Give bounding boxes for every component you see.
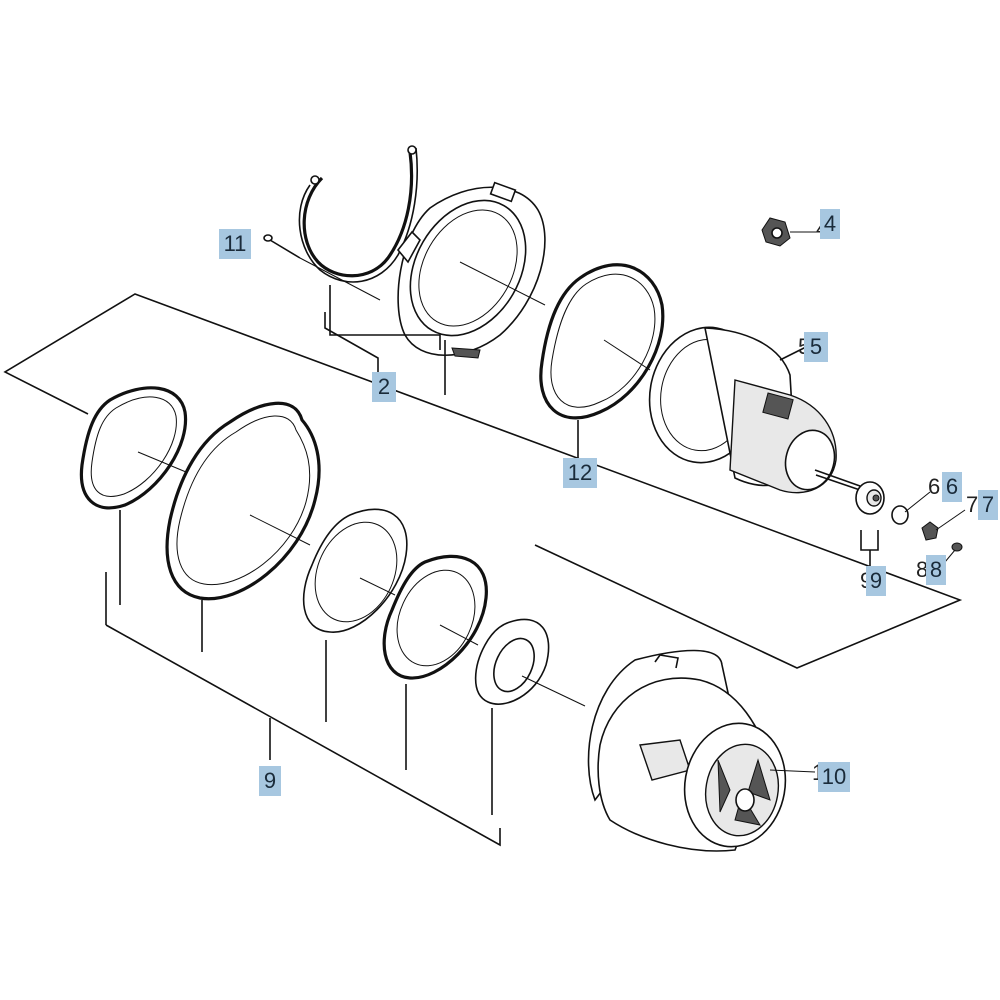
- part-6-washer[interactable]: [891, 491, 931, 525]
- part-12-seal-ring[interactable]: [539, 263, 665, 458]
- part-11-screw[interactable]: [263, 234, 381, 301]
- callout-7[interactable]: 7: [978, 490, 998, 520]
- part-5-motor[interactable]: [639, 318, 861, 495]
- callout-6[interactable]: 6: [942, 472, 962, 502]
- callout-9-large[interactable]: 9: [259, 766, 281, 796]
- callout-11[interactable]: 11: [219, 229, 251, 259]
- assembly-frame: [3, 293, 963, 669]
- part-9-ring-4[interactable]: [474, 618, 586, 707]
- ghost-label-7: 7: [966, 492, 979, 517]
- part-9-ring-3[interactable]: [382, 554, 490, 680]
- callout-9-small[interactable]: 9: [866, 566, 886, 596]
- part-4-nut[interactable]: [761, 217, 818, 247]
- callout-8[interactable]: 8: [926, 555, 946, 585]
- ghost-label-8: 8: [916, 557, 929, 582]
- callout-10[interactable]: 10: [818, 762, 850, 792]
- part-7-nut[interactable]: [921, 509, 966, 541]
- leader-2-bracket: [324, 285, 446, 395]
- leader-9-large-bracket: [105, 510, 501, 847]
- callout-5[interactable]: 5: [804, 332, 828, 362]
- part-2-clamp-band[interactable]: [298, 145, 418, 283]
- ghost-label-6: 6: [928, 474, 941, 499]
- leader-9-small-bracket: [860, 530, 879, 568]
- callout-4[interactable]: 4: [820, 209, 840, 239]
- part-2-housing-ring[interactable]: [387, 180, 549, 359]
- part-9-ring-1[interactable]: [79, 386, 188, 510]
- callout-12[interactable]: 12: [563, 458, 597, 488]
- part-9-gasket[interactable]: [165, 401, 321, 601]
- part-9-bearing[interactable]: [855, 481, 885, 515]
- callout-2[interactable]: 2: [372, 372, 396, 402]
- part-10-fan-housing[interactable]: [587, 649, 816, 854]
- part-9-ring-2[interactable]: [300, 508, 413, 635]
